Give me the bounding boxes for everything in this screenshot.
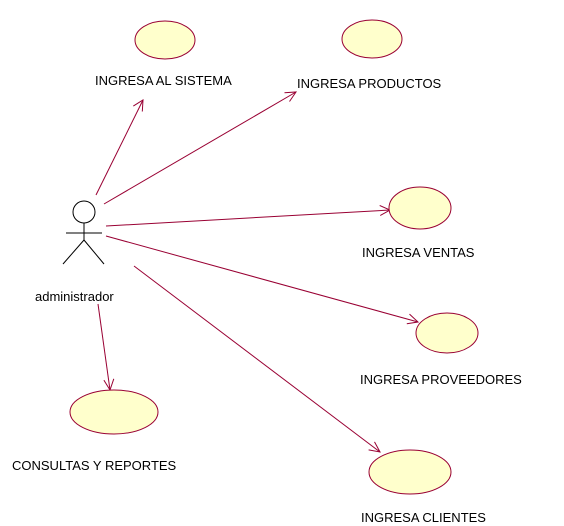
- use-case-label-ingresa-ventas: INGRESA VENTAS: [362, 245, 475, 260]
- association-ingresa-productos: [103, 91, 297, 205]
- use-case-ellipse-ingresa-proveedores[interactable]: [415, 312, 479, 354]
- association-consultas-y-reportes: [97, 303, 115, 392]
- association-ingresa-ventas: [105, 205, 392, 227]
- association-ingresa-al-sistema: [95, 99, 144, 196]
- use-case-ellipse-ingresa-productos[interactable]: [341, 19, 403, 59]
- use-case-label-ingresa-al-sistema: INGRESA AL SISTEMA: [95, 73, 232, 88]
- actor-label: administrador: [35, 289, 114, 304]
- use-case-label-ingresa-proveedores: INGRESA PROVEEDORES: [360, 372, 522, 387]
- association-ingresa-clientes: [133, 265, 381, 453]
- use-case-ellipse-ingresa-ventas[interactable]: [388, 186, 452, 230]
- use-case-ellipse-ingresa-al-sistema[interactable]: [134, 20, 196, 60]
- use-case-ellipse-ingresa-clientes[interactable]: [368, 449, 452, 495]
- use-case-label-ingresa-clientes: INGRESA CLIENTES: [361, 510, 486, 525]
- association-ingresa-proveedores: [105, 235, 420, 325]
- use-case-ellipse-consultas-y-reportes[interactable]: [69, 389, 159, 435]
- stick-figure-actor-icon[interactable]: [62, 200, 105, 265]
- use-case-label-ingresa-productos: INGRESA PRODUCTOS: [297, 76, 442, 91]
- use-case-label-consultas-y-reportes: CONSULTAS Y REPORTES: [12, 458, 177, 473]
